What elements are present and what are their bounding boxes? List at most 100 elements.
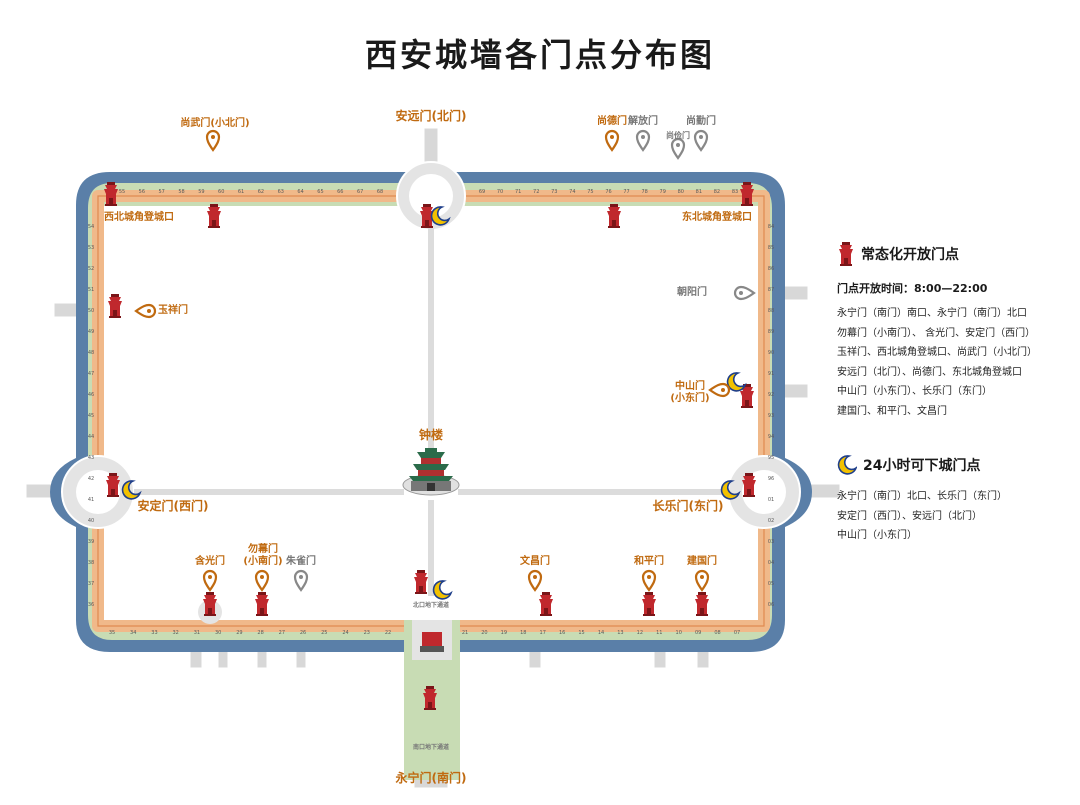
label-zhongshan-gate: 中山门 (小东门) bbox=[670, 381, 710, 404]
wall-number: 78 bbox=[641, 189, 647, 195]
label-zhuque-gate: 朱雀门 bbox=[286, 556, 316, 567]
wall-number: 65 bbox=[317, 189, 323, 195]
wall-number: 68 bbox=[377, 189, 383, 195]
wall-number: 60 bbox=[218, 189, 224, 195]
wall-number: 87 bbox=[768, 287, 774, 293]
wall-number: 24 bbox=[342, 630, 348, 636]
label-nw-corner: 西北城角登城口 bbox=[104, 212, 174, 223]
wall-number: 93 bbox=[768, 413, 774, 419]
wall-number: 71 bbox=[515, 189, 521, 195]
label-chaoyang-gate: 朝阳门 bbox=[677, 287, 707, 298]
wall-number: 27 bbox=[279, 630, 285, 636]
wall-number: 25 bbox=[321, 630, 327, 636]
legend-regular-title: 常态化开放门点 bbox=[861, 247, 959, 263]
red-gate-tower-icon bbox=[839, 242, 853, 266]
page-title: 西安城墙各门点分布图 bbox=[364, 36, 715, 74]
wall-number: 04 bbox=[768, 560, 774, 566]
wall-number: 20 bbox=[481, 630, 487, 636]
wall-number: 81 bbox=[696, 189, 702, 195]
wall-number: 92 bbox=[768, 392, 774, 398]
wall-number: 01 bbox=[768, 497, 774, 503]
wall-number: 39 bbox=[88, 539, 94, 545]
wall-number: 75 bbox=[587, 189, 593, 195]
label-shangqin-gate: 尚勤门 bbox=[686, 116, 716, 127]
wall-number: 95 bbox=[768, 455, 774, 461]
label-wumu-gate: 勿幕门 (小南门) bbox=[243, 544, 283, 567]
wall-number: 94 bbox=[768, 434, 774, 440]
wall-number: 36 bbox=[88, 602, 94, 608]
wall-number: 30 bbox=[215, 630, 221, 636]
wall-number: 14 bbox=[598, 630, 604, 636]
wall-number: 53 bbox=[88, 245, 94, 251]
wall-number: 02 bbox=[768, 518, 774, 524]
wall-number: 64 bbox=[297, 189, 303, 195]
label-jiefang-gate: 解放门 bbox=[628, 116, 658, 127]
legend-night-header: 24小时可下城门点 bbox=[837, 455, 1077, 475]
wall-number: 62 bbox=[258, 189, 264, 195]
legend-line: 勿幕门（小南门）、 含光门、安定门（西门） bbox=[837, 327, 1036, 339]
wall-number: 96 bbox=[768, 476, 774, 482]
wall-number: 73 bbox=[551, 189, 557, 195]
label-wenchang-gate: 文昌门 bbox=[520, 556, 550, 567]
wall-number: 06 bbox=[768, 602, 774, 608]
label-east-gate: 长乐门(东门) bbox=[652, 499, 724, 513]
wall-number: 41 bbox=[88, 497, 94, 503]
legend-line: 安远门（北门）、尚德门、东北城角登城口 bbox=[837, 366, 1022, 378]
wall-number: 70 bbox=[497, 189, 503, 195]
wall-number: 11 bbox=[656, 630, 662, 636]
wall-number: 15 bbox=[578, 630, 584, 636]
wall-number: 48 bbox=[88, 350, 94, 356]
wall-number: 13 bbox=[617, 630, 623, 636]
wall-number: 52 bbox=[88, 266, 94, 272]
wall-number: 74 bbox=[569, 189, 575, 195]
label-hanguang-gate: 含光门 bbox=[195, 556, 225, 567]
wall-number: 26 bbox=[300, 630, 306, 636]
wall-number: 45 bbox=[88, 413, 94, 419]
wall-number: 72 bbox=[533, 189, 539, 195]
wall-number: 19 bbox=[501, 630, 507, 636]
wall-number: 66 bbox=[337, 189, 343, 195]
wall-number: 84 bbox=[768, 224, 774, 230]
wall-number: 18 bbox=[520, 630, 526, 636]
wall-number: 44 bbox=[88, 434, 94, 440]
wall-number: 05 bbox=[768, 581, 774, 587]
wall-number: 40 bbox=[88, 518, 94, 524]
wall-number: 17 bbox=[540, 630, 546, 636]
wall-number: 63 bbox=[278, 189, 284, 195]
wall-number: 12 bbox=[637, 630, 643, 636]
wall-number: 89 bbox=[768, 329, 774, 335]
wall-number: 23 bbox=[364, 630, 370, 636]
label-bell-tower: 钟楼 bbox=[418, 428, 443, 442]
wall-number: 51 bbox=[88, 287, 94, 293]
wall-number: 88 bbox=[768, 308, 774, 314]
legend-hours: 门点开放时间：8:00—22:00 bbox=[837, 282, 988, 295]
label-yuxiang-gate: 玉祥门 bbox=[158, 305, 188, 316]
wall-number: 69 bbox=[479, 189, 485, 195]
wall-number: 86 bbox=[768, 266, 774, 272]
label-west-gate: 安定门(西门) bbox=[137, 499, 209, 513]
wall-number: 80 bbox=[678, 189, 684, 195]
legend-line: 永宁门（南门）北口、长乐门（东门） bbox=[837, 491, 1007, 502]
wall-number: 32 bbox=[173, 630, 179, 636]
wall-number: 91 bbox=[768, 371, 774, 377]
label-shangwu-gate: 尚武门(小北门) bbox=[180, 118, 250, 129]
label-south-north-exit: 北口地下通道 bbox=[412, 602, 449, 609]
wall-number: 29 bbox=[236, 630, 242, 636]
wall-number: 61 bbox=[238, 189, 244, 195]
label-shangde-gate: 尚德门 bbox=[597, 116, 627, 127]
wall-number: 31 bbox=[194, 630, 200, 636]
legend-night-list: 永宁门（南门）北口、长乐门（东门）安定门（西门）、安远门（北门）中山门（小东门） bbox=[837, 487, 1077, 546]
wall-number: 22 bbox=[385, 630, 391, 636]
wall-number: 54 bbox=[88, 224, 94, 230]
legend-line: 中山门（小东门） bbox=[837, 530, 917, 541]
wall-number: 43 bbox=[88, 455, 94, 461]
legend-line: 永宁门（南门）南口、永宁门（南门）北口 bbox=[837, 308, 1027, 319]
label-south-south-exit: 南口地下通道 bbox=[412, 744, 449, 751]
legend-regular-header: 常态化开放门点 bbox=[837, 240, 1077, 268]
bell-tower-icon bbox=[409, 448, 453, 491]
wall-number: 90 bbox=[768, 350, 774, 356]
wall-number: 16 bbox=[559, 630, 565, 636]
wall-number: 08 bbox=[714, 630, 720, 636]
